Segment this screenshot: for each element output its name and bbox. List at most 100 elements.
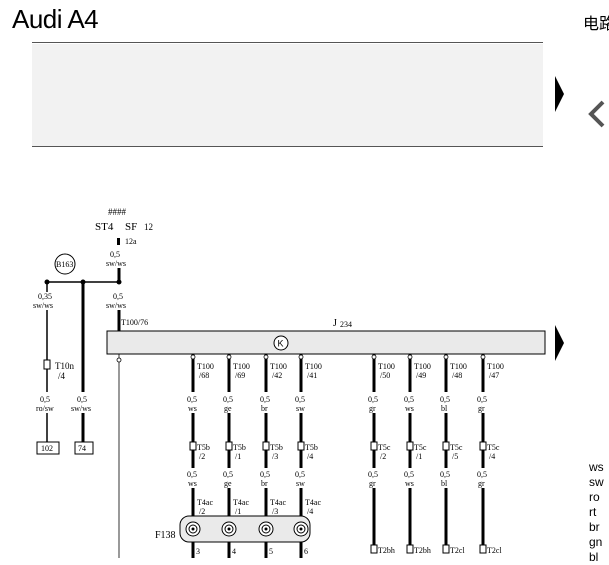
wire-color: ws bbox=[405, 404, 414, 413]
coil-core bbox=[299, 527, 303, 531]
legend-item: ro bbox=[589, 490, 600, 504]
legend-item: br bbox=[589, 520, 600, 534]
terminal-pin: /3 bbox=[272, 507, 278, 516]
bottom-pin: 3 bbox=[196, 547, 200, 556]
page-title: Audi A4 bbox=[12, 4, 99, 34]
connector-label: T5c bbox=[378, 443, 391, 452]
connector-label: T2cl bbox=[487, 546, 502, 555]
terminal-label: T4ac bbox=[305, 498, 321, 507]
wire-size: 0,5 bbox=[260, 470, 270, 479]
connector bbox=[370, 544, 378, 554]
legend-item: sw bbox=[589, 475, 604, 489]
wire-size: 0,5 bbox=[187, 395, 197, 404]
connector bbox=[225, 441, 233, 451]
connector-label: T5c bbox=[414, 443, 427, 452]
t10n-pin: /4 bbox=[58, 371, 66, 381]
bottom-pin: 6 bbox=[304, 547, 308, 556]
wire-size: 0,5 bbox=[223, 470, 233, 479]
left-bottom2-color: sw/ws bbox=[71, 404, 91, 413]
pin-number: /69 bbox=[235, 371, 245, 380]
connector-label: T5b bbox=[270, 443, 283, 452]
b163-label: B163 bbox=[56, 260, 73, 269]
pin-label: T100 bbox=[305, 362, 322, 371]
ref-box-102-label: 102 bbox=[41, 444, 53, 453]
connector-pin: /4 bbox=[489, 452, 495, 461]
left-bottom1-size: 0,5 bbox=[40, 395, 50, 404]
connector-label: T2bh bbox=[378, 546, 395, 555]
connector-label: T2bh bbox=[414, 546, 431, 555]
wire-color: sw bbox=[296, 404, 305, 413]
pin-dot bbox=[443, 354, 449, 360]
pin-number: /48 bbox=[452, 371, 462, 380]
ref-box-74[interactable] bbox=[74, 441, 94, 455]
pin-label: T100 bbox=[270, 362, 287, 371]
pin-label: T100 bbox=[414, 362, 431, 371]
pin-label: T100 bbox=[487, 362, 504, 371]
j234-label: J bbox=[333, 318, 337, 329]
wire-color: ge bbox=[224, 404, 232, 413]
svg-text:K: K bbox=[278, 339, 284, 349]
connector-pin: /1 bbox=[235, 452, 241, 461]
connector bbox=[479, 544, 487, 554]
terminal-label: T4ac bbox=[197, 498, 213, 507]
connector bbox=[442, 544, 450, 554]
coil-core bbox=[227, 527, 231, 531]
wire-color: ws bbox=[188, 479, 197, 488]
mid-wire-color: sw/ws bbox=[106, 301, 126, 310]
wire-size: 0,5 bbox=[404, 395, 414, 404]
wire-color: ws bbox=[188, 404, 197, 413]
hash-label: #### bbox=[108, 207, 127, 217]
connector bbox=[262, 441, 270, 451]
wire-color: gr bbox=[478, 479, 485, 488]
wire-color: bl bbox=[441, 479, 448, 488]
continue-arrow-icon[interactable] bbox=[555, 325, 564, 361]
top-wire-color: sw/ws bbox=[106, 259, 126, 268]
st-label: ST4 bbox=[95, 221, 114, 233]
section-title: 电路 bbox=[583, 16, 609, 33]
connector bbox=[297, 441, 305, 451]
connector-pin: /2 bbox=[380, 452, 386, 461]
connector bbox=[442, 441, 450, 451]
ref-box-74-label: 74 bbox=[78, 444, 86, 453]
fuse-pin bbox=[117, 238, 120, 245]
terminal-pin: /4 bbox=[307, 507, 313, 516]
coil-inner bbox=[224, 524, 234, 534]
bottom-pin: 5 bbox=[269, 547, 273, 556]
k-diagnostic-icon bbox=[273, 335, 289, 351]
pin-label: T100 bbox=[197, 362, 214, 371]
legend-item: bl bbox=[589, 550, 599, 564]
b163-badge bbox=[54, 253, 76, 275]
wire-size: 0,5 bbox=[295, 470, 305, 479]
wire-size: 0,5 bbox=[404, 470, 414, 479]
wire-color: br bbox=[261, 479, 268, 488]
next-page-arrow-icon[interactable] bbox=[555, 76, 564, 112]
j234-module bbox=[106, 330, 546, 355]
pin-number: /49 bbox=[416, 371, 426, 380]
wire-size: 0,5 bbox=[368, 395, 378, 404]
wire-size: 0,5 bbox=[440, 470, 450, 479]
left-bottom2-size: 0,5 bbox=[77, 395, 87, 404]
connector bbox=[370, 441, 378, 451]
pin-dot bbox=[480, 354, 486, 360]
connector-pin: /4 bbox=[307, 452, 313, 461]
wire-color: ge bbox=[224, 479, 232, 488]
coil-core bbox=[191, 527, 195, 531]
coil-inner bbox=[261, 524, 271, 534]
wire-size: 0,5 bbox=[477, 470, 487, 479]
back-chevron-icon[interactable] bbox=[585, 98, 609, 130]
wire-color: bl bbox=[441, 404, 448, 413]
pin-dot bbox=[298, 354, 304, 360]
left-bottom1-color: ro/sw bbox=[36, 404, 54, 413]
t10n-connector bbox=[43, 359, 51, 370]
pin-dot bbox=[226, 354, 232, 360]
wire-color: br bbox=[261, 404, 268, 413]
wire-color: gr bbox=[369, 479, 376, 488]
pin-number: /50 bbox=[380, 371, 390, 380]
ref-box-102[interactable] bbox=[36, 441, 60, 455]
connector-label: T5b bbox=[197, 443, 210, 452]
wire-color: gr bbox=[478, 404, 485, 413]
connector-label: T5b bbox=[305, 443, 318, 452]
terminal-pin: /1 bbox=[235, 507, 241, 516]
sf-label: SF bbox=[125, 221, 137, 233]
connector bbox=[406, 441, 414, 451]
